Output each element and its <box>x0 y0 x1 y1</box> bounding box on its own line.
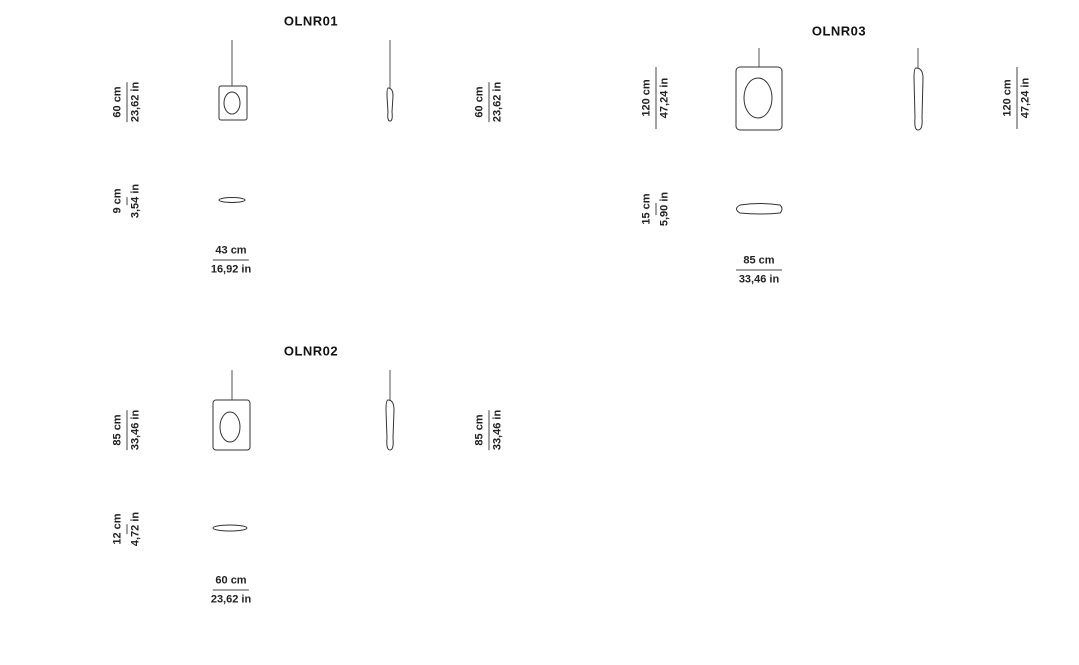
side-height-dimension: 120 cm 47,24 in <box>1002 67 1033 129</box>
dim-divider <box>736 269 782 271</box>
olnr01-top-view <box>218 197 246 203</box>
dim-cm: 85 cm <box>743 254 775 267</box>
depth-dimension: 15 cm 5,90 in <box>641 192 672 226</box>
dim-divider <box>1016 67 1018 129</box>
dim-cm: 43 cm <box>215 244 247 257</box>
dim-in: 47,24 in <box>658 77 671 119</box>
olnr02-front-view <box>212 370 251 451</box>
width-dimension: 60 cm 23,62 in <box>211 574 251 607</box>
dim-cm: 9 cm <box>111 188 124 214</box>
model-title: OLNR03 <box>811 23 867 39</box>
olnr03-front-view <box>735 48 783 131</box>
olnr02-top-view <box>212 524 248 532</box>
dim-divider <box>488 410 490 451</box>
dim-cm: 15 cm <box>640 193 653 225</box>
olnr01-side-view <box>386 40 394 122</box>
depth-dimension: 9 cm 3,54 in <box>112 184 143 218</box>
dim-in: 4,72 in <box>129 511 142 547</box>
dim-cm: 12 cm <box>111 513 124 545</box>
olnr03-top-view <box>736 203 783 215</box>
dim-cm: 60 cm <box>111 86 124 118</box>
side-height-dimension: 85 cm 33,46 in <box>474 410 505 450</box>
dim-in: 33,46 in <box>738 273 780 286</box>
olnr02-side-view <box>385 370 395 451</box>
dim-in: 47,24 in <box>1019 77 1032 119</box>
height-dimension: 60 cm 23,62 in <box>112 82 143 122</box>
dim-divider <box>126 410 128 451</box>
dim-divider <box>488 82 490 123</box>
dim-in: 5,90 in <box>658 191 671 227</box>
height-dimension: 120 cm 47,24 in <box>641 67 672 129</box>
dim-divider <box>126 82 128 123</box>
dim-in: 23,62 in <box>210 593 252 606</box>
model-title: OLNR01 <box>283 13 339 29</box>
dim-in: 23,62 in <box>491 81 504 123</box>
dim-cm: 85 cm <box>111 414 124 446</box>
dim-cm: 60 cm <box>215 574 247 587</box>
dim-divider <box>126 197 128 205</box>
dim-cm: 120 cm <box>1001 79 1014 117</box>
dim-cm: 85 cm <box>473 414 486 446</box>
dim-cm: 120 cm <box>640 79 653 117</box>
dim-cm: 60 cm <box>473 86 486 118</box>
model-title: OLNR02 <box>283 343 339 359</box>
dim-in: 33,46 in <box>129 409 142 451</box>
dim-divider <box>655 203 657 215</box>
depth-dimension: 12 cm 4,72 in <box>112 512 143 546</box>
dim-divider <box>212 589 249 591</box>
dim-divider <box>212 259 249 261</box>
dim-in: 33,46 in <box>491 409 504 451</box>
olnr01-front-view <box>218 40 248 121</box>
dim-divider <box>655 67 657 129</box>
width-dimension: 85 cm 33,46 in <box>736 254 782 287</box>
width-dimension: 43 cm 16,92 in <box>211 244 251 277</box>
height-dimension: 85 cm 33,46 in <box>112 410 143 450</box>
dim-in: 3,54 in <box>129 183 142 219</box>
side-height-dimension: 60 cm 23,62 in <box>474 82 505 122</box>
olnr03-side-view <box>913 48 924 131</box>
dim-in: 23,62 in <box>129 81 142 123</box>
dim-in: 16,92 in <box>210 263 252 276</box>
dim-divider <box>126 524 128 534</box>
